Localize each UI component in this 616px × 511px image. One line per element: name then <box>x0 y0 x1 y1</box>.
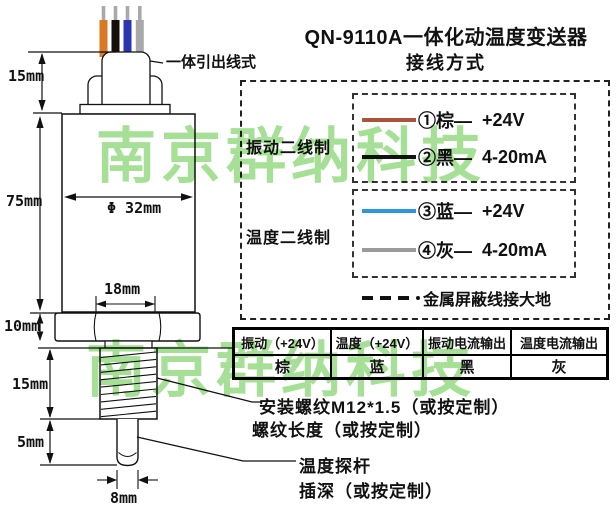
dim-label-top: 15mm <box>8 67 44 85</box>
connector-head <box>79 51 171 115</box>
lead-label-pointer <box>149 60 164 64</box>
page-subtitle: 接线方式 <box>406 53 486 73</box>
wire-label: ②黑— <box>418 148 472 168</box>
shield-note-text: 金属屏蔽线接大地 <box>423 292 552 309</box>
dash-icon <box>398 296 409 300</box>
table-value-cell: 黑 <box>423 355 511 378</box>
brown-wire-swatch <box>362 118 416 122</box>
dim-label-body-dia: Φ 32mm <box>107 199 161 217</box>
vibration-group-label: 振动二线制 <box>246 140 332 157</box>
wire-value: +24V <box>482 109 525 130</box>
lead-wire-label: 一体引出线式 <box>166 54 257 71</box>
wire-label: ④灰— <box>418 241 472 261</box>
dim-label-probe: 5mm <box>17 433 44 451</box>
dim-label-body: 75mm <box>6 192 42 210</box>
wire-label: ③蓝— <box>418 202 472 222</box>
probe-leader-line <box>136 436 296 462</box>
wire-value: +24V <box>482 200 525 221</box>
temperature-wire-box <box>352 189 576 278</box>
table-value-cell: 棕 <box>234 355 331 378</box>
table-header-cell: 温度（+24V） <box>331 329 423 355</box>
wire-value: 4-20mA <box>482 239 548 260</box>
dot-icon <box>416 296 420 300</box>
page-title: QN-9110A一体化动温度变送器 <box>304 27 588 49</box>
table-header-cell: 温度电流输出 <box>511 329 607 355</box>
shield-note: 金属屏蔽线接大地 <box>362 288 552 309</box>
table-header-cell: 振动（+24V） <box>234 329 331 355</box>
dim-label-thread: 15mm <box>12 375 48 393</box>
dim-body-diameter: Φ 32mm <box>64 193 193 217</box>
thread-leader-line <box>156 377 262 403</box>
dim-label-probe-dia: 8mm <box>110 489 137 507</box>
wire-value: 4-20mA <box>482 146 548 167</box>
probe-rod <box>116 419 139 467</box>
vibration-wire-box <box>352 93 576 183</box>
gray-wire-swatch <box>362 248 416 252</box>
table-value-cell: 蓝 <box>331 355 423 378</box>
wire-color-table: 振动（+24V） 温度（+24V） 振动电流输出 温度电流输出 棕 蓝 黑 灰 <box>232 327 609 380</box>
lead-wires <box>99 6 144 57</box>
neck <box>104 340 153 349</box>
probe-annotation: 温度探杆 <box>299 457 371 476</box>
dim-nut-width: 18mm <box>95 280 156 313</box>
temperature-group-label: 温度二线制 <box>246 230 332 247</box>
dim-probe-diameter: 8mm <box>97 470 158 507</box>
wire-row-black: ②黑— 4-20mA <box>362 146 547 168</box>
dimension-chain <box>28 51 252 466</box>
thread-length-annotation: 螺纹长度（或按定制） <box>252 421 432 440</box>
thread-section <box>99 347 158 420</box>
dash-icon <box>380 296 391 300</box>
wire-row-blue: ③蓝— +24V <box>362 200 525 222</box>
mount-thread-annotation: 安装螺纹M12*1.5（或按定制） <box>259 398 510 417</box>
sensor-body <box>61 113 196 313</box>
black-wire-swatch <box>362 155 416 159</box>
table-header-cell: 振动电流输出 <box>423 329 511 355</box>
wire-label: ①棕— <box>418 111 472 131</box>
wire-row-gray: ④灰— 4-20mA <box>362 239 547 261</box>
hex-nut <box>54 312 201 342</box>
wiring-outer-box <box>240 80 610 320</box>
insert-depth-annotation: 插深（或按定制） <box>299 482 443 501</box>
blue-wire-swatch <box>362 209 416 213</box>
dim-label-nut-width: 18mm <box>104 280 140 298</box>
dim-label-nut: 10mm <box>4 317 40 335</box>
wire-row-brown: ①棕— +24V <box>362 109 525 131</box>
table-value-cell: 灰 <box>511 355 607 378</box>
dash-icon <box>362 296 373 300</box>
